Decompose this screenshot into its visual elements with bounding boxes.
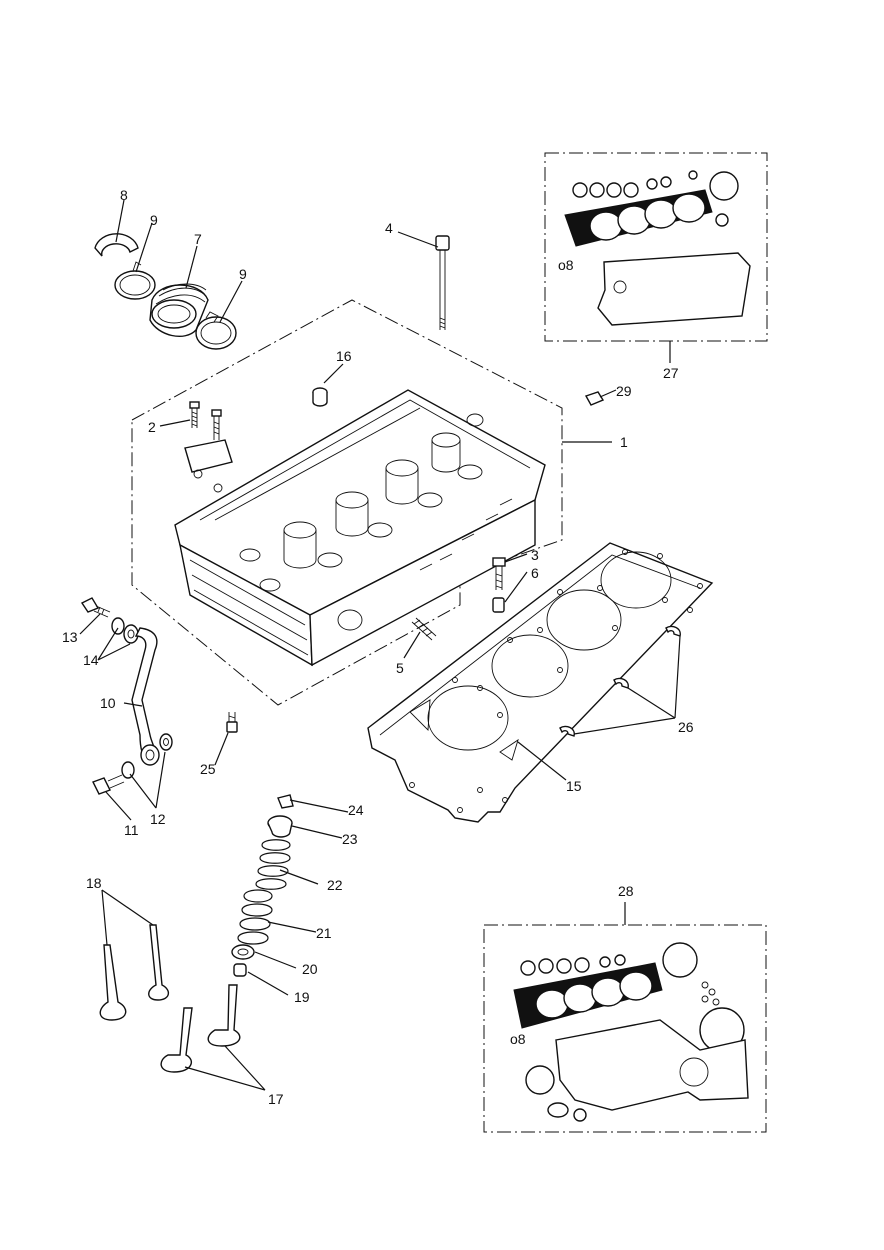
callout-14: 14 xyxy=(83,652,99,668)
screw-25 xyxy=(226,712,238,733)
long-bolt-4 xyxy=(435,235,450,330)
callout-21: 21 xyxy=(316,925,332,941)
callout-28: 28 xyxy=(618,883,634,899)
callout-6: 6 xyxy=(531,565,539,581)
bolt-3-and-dowel-6 xyxy=(492,557,506,613)
clip-9-upper xyxy=(114,261,156,300)
valves-17 xyxy=(160,984,241,1073)
plug-29 xyxy=(584,391,605,406)
callout-13: 13 xyxy=(62,629,78,645)
leader-lines xyxy=(79,199,681,1091)
callout-numbers: 1 2 3 4 5 6 7 8 9 9 10 11 12 13 14 15 16… xyxy=(62,187,694,1107)
cylinder-head xyxy=(174,389,546,667)
callout-23: 23 xyxy=(342,831,358,847)
callout-25: 25 xyxy=(200,761,216,777)
head-gasket-15 xyxy=(367,542,714,823)
callout-9-lower: 9 xyxy=(239,266,247,282)
kit27-o8-label: o8 xyxy=(558,257,574,273)
valves-18 xyxy=(99,924,169,1021)
valve-seal-19 xyxy=(233,963,247,977)
outer-spring-22 xyxy=(255,839,291,890)
washers-12 xyxy=(121,733,173,779)
hose-7 xyxy=(149,283,209,338)
inner-spring-21 xyxy=(237,889,273,945)
plug-16 xyxy=(312,387,328,407)
callout-8: 8 xyxy=(120,187,128,203)
callout-20: 20 xyxy=(302,961,318,977)
callout-11: 11 xyxy=(124,822,139,838)
oil-pipe-10 xyxy=(131,627,160,766)
stud-5 xyxy=(411,617,437,641)
callout-18: 18 xyxy=(86,875,102,891)
callout-17: 17 xyxy=(268,1091,284,1107)
callout-1: 1 xyxy=(620,434,628,450)
callout-7: 7 xyxy=(194,231,202,247)
clips-26 xyxy=(559,625,681,737)
callout-22: 22 xyxy=(327,877,343,893)
callout-5: 5 xyxy=(396,660,404,676)
spring-seat-20 xyxy=(231,944,255,960)
retainer-23 xyxy=(267,815,293,838)
callout-29: 29 xyxy=(616,383,632,399)
callout-12: 12 xyxy=(150,811,166,827)
callout-15: 15 xyxy=(566,778,582,794)
gasket-kit-28: o8 xyxy=(483,924,767,1133)
gasket-kit-27: o8 xyxy=(544,152,768,342)
callout-4: 4 xyxy=(385,220,393,236)
bolt-11 xyxy=(92,774,125,795)
callout-2: 2 xyxy=(148,419,156,435)
bolts-2 xyxy=(184,401,233,493)
bolt-13 xyxy=(80,597,111,618)
half-clamp-8 xyxy=(94,233,139,257)
callout-16: 16 xyxy=(336,348,352,364)
callout-26: 26 xyxy=(678,719,694,735)
callout-10: 10 xyxy=(100,695,116,711)
washers-14 xyxy=(111,617,139,644)
callout-3: 3 xyxy=(531,547,539,563)
callout-27: 27 xyxy=(663,365,679,381)
kit28-o8-label: o8 xyxy=(510,1031,526,1047)
callout-24: 24 xyxy=(348,802,364,818)
clip-9-lower xyxy=(195,311,237,350)
cotter-24 xyxy=(277,794,294,809)
callout-9-upper: 9 xyxy=(150,212,158,228)
callout-19: 19 xyxy=(294,989,310,1005)
